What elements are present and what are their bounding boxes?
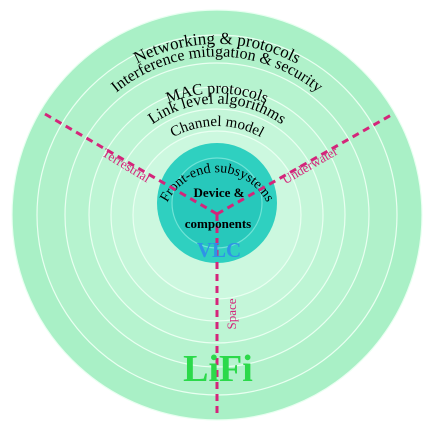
domain-label-space: Space: [224, 298, 239, 329]
core-inner-disc: [171, 157, 263, 249]
core-label-components: components: [185, 216, 251, 231]
divider-terrestrial: [44, 112, 218, 216]
core-label-device: Device &: [194, 185, 245, 200]
core-label-vlc: VLC: [197, 238, 241, 262]
divider-underwater: [216, 112, 394, 216]
outer-label-lifi: LiFi: [183, 348, 253, 390]
